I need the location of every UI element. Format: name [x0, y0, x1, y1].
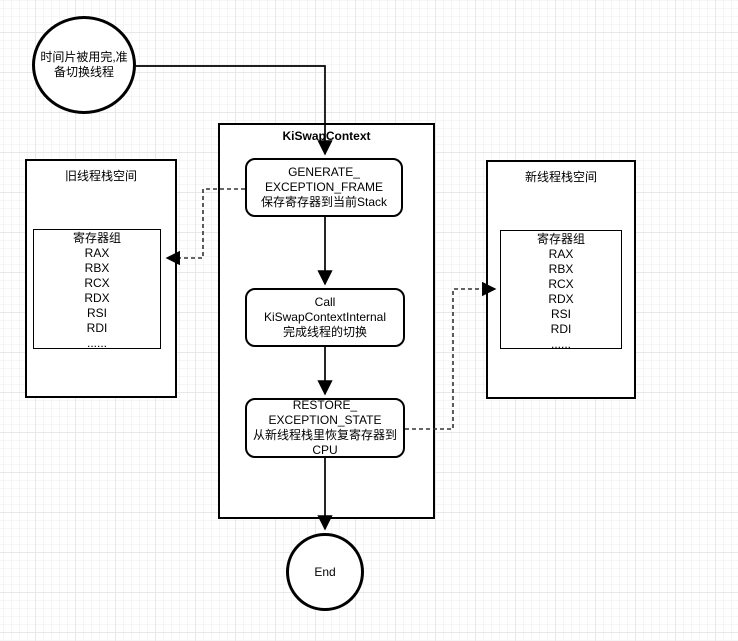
register-row: RDI: [550, 322, 572, 336]
register-row: RSI: [550, 307, 571, 321]
end-node[interactable]: End: [286, 533, 364, 611]
register-row: 寄存器组: [72, 231, 121, 245]
register-row: ......: [86, 336, 107, 350]
kiswapcontext-title: KiSwapContext: [282, 129, 371, 143]
step-call-kiswapcontextinternal[interactable]: Call KiSwapContextInternal 完成线程的切换: [245, 288, 405, 347]
step-label: Call KiSwapContextInternal 完成线程的切换: [263, 295, 387, 339]
register-row: RDX: [548, 292, 574, 306]
start-node-label: 时间片被用完,准备切换线程: [40, 50, 128, 79]
register-row: ......: [550, 337, 571, 351]
end-node-label: End: [314, 564, 336, 579]
step-label: GENERATE_ EXCEPTION_FRAME 保存寄存器到当前Stack: [260, 165, 387, 209]
step-generate-exception-frame[interactable]: GENERATE_ EXCEPTION_FRAME 保存寄存器到当前Stack: [245, 158, 403, 217]
step-restore-exception-state[interactable]: RESTORE_ EXCEPTION_STATE 从新线程栈里恢复寄存器到 CP…: [245, 398, 405, 458]
register-row: RCX: [84, 276, 110, 290]
step-label: RESTORE_ EXCEPTION_STATE 从新线程栈里恢复寄存器到 CP…: [252, 398, 397, 457]
register-row: RAX: [84, 246, 110, 260]
register-row: RBX: [548, 262, 574, 276]
register-row: RDI: [86, 321, 108, 335]
register-row: RBX: [84, 261, 110, 275]
register-row: 寄存器组: [536, 232, 585, 246]
old-stack-panel-title: 旧线程栈空间: [64, 169, 137, 183]
register-row: RCX: [548, 277, 574, 291]
start-node[interactable]: 时间片被用完,准备切换线程: [32, 16, 136, 114]
new-stack-panel-title: 新线程栈空间: [524, 170, 597, 184]
register-row: RSI: [86, 306, 107, 320]
register-row: RAX: [548, 247, 574, 261]
register-row: RDX: [84, 291, 110, 305]
